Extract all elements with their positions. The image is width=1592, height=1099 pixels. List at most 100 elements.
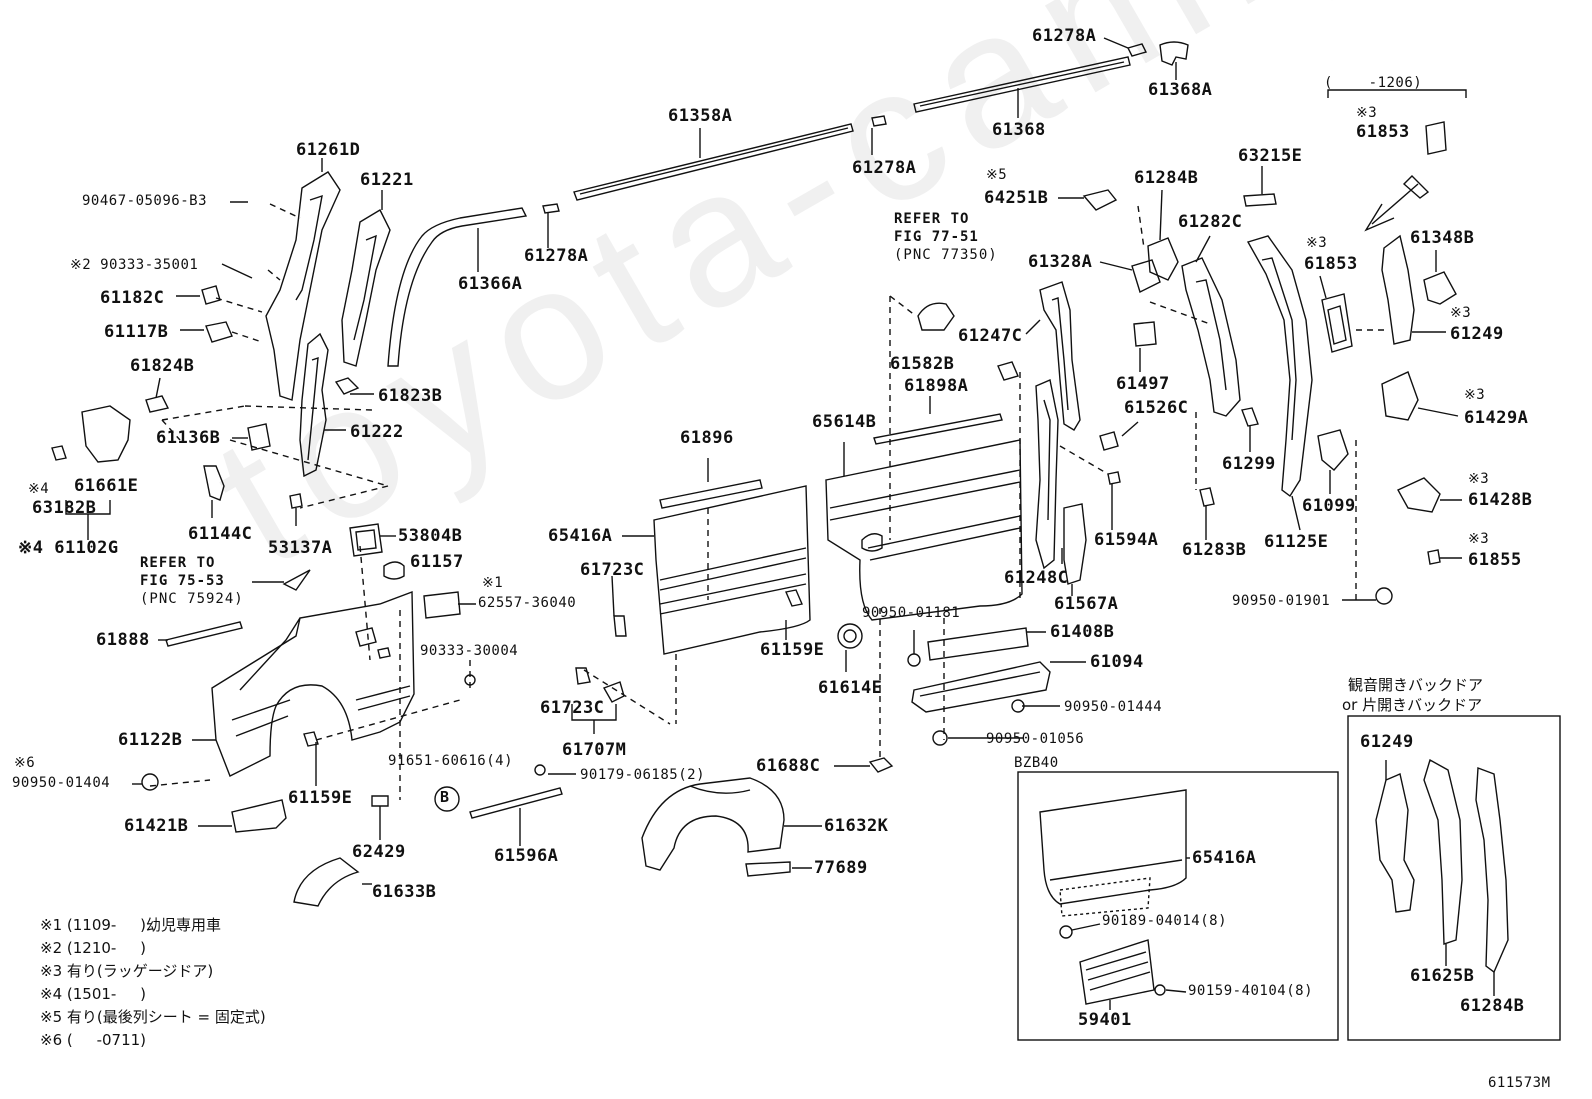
part-label: 61247C [958, 326, 1023, 346]
roof-moldings [387, 37, 1189, 367]
part-label: 61283B [1182, 540, 1247, 560]
part-label: 61526C [1124, 398, 1189, 418]
center-door-panels [571, 295, 1086, 877]
part-label: 61408B [1050, 622, 1115, 642]
part-label: 90950-01901 [1232, 593, 1331, 609]
inset-right-title-line2: or 片開きバックドア [1342, 696, 1483, 714]
part-label: 61278A [852, 158, 917, 178]
part-label: 65416A [1192, 848, 1257, 868]
part-label: 61625B [1410, 966, 1475, 986]
part-label: 61368 [992, 120, 1046, 140]
inset-bzb40 [1017, 771, 1339, 1041]
part-label: 61159E [288, 788, 353, 808]
refer-fig-75-53: REFER TO FIG 75-53 (PNC 75924) [140, 555, 244, 607]
part-label: 61099 [1302, 496, 1356, 516]
part-label: 61661E [74, 476, 139, 496]
part-label: 61328A [1028, 252, 1093, 272]
part-label: 61284B [1134, 168, 1199, 188]
part-label: 61182C [100, 288, 165, 308]
part-label: 61723C [540, 698, 605, 718]
part-label: 61823B [378, 386, 443, 406]
part-label: 63215E [1238, 146, 1303, 166]
part-label: 61248C [1004, 568, 1069, 588]
part-label: 61596A [494, 846, 559, 866]
footnote: ※5 有り(最後列シート = 固定式) [40, 1008, 266, 1026]
inset-bzb40-title: BZB40 [1014, 755, 1059, 771]
part-label: 61159E [760, 640, 825, 660]
part-label: 61896 [680, 428, 734, 448]
drawing-id: 611573M [1488, 1075, 1551, 1091]
part-label: 61261D [296, 140, 361, 160]
part-label: 61358A [668, 106, 733, 126]
part-label: ※3 [1450, 305, 1472, 321]
part-label: 64251B [984, 188, 1049, 208]
part-label: 90467-05096-B3 [82, 193, 208, 209]
part-label: 61249 [1450, 324, 1504, 344]
left-quarter-panel [132, 523, 576, 907]
part-label: 61855 [1468, 550, 1522, 570]
inset-right [1347, 715, 1561, 1041]
footnote: ※2 (1210- ) [40, 939, 147, 957]
part-label: ※6 [14, 755, 36, 771]
part-label: 53804B [398, 526, 463, 546]
part-label: ※4 61102G [18, 538, 119, 558]
part-label: 61249 [1360, 732, 1414, 752]
part-label: 61614E [818, 678, 883, 698]
part-label: 90333-30004 [420, 643, 519, 659]
part-label: 61898A [904, 376, 969, 396]
part-label: 61278A [1032, 26, 1097, 46]
footnotes: ※1 (1109- )幼児専用車 ※2 (1210- ) ※3 有り(ラッゲージ… [40, 918, 266, 1056]
part-label: 61429A [1464, 408, 1529, 428]
part-label: 65416A [548, 526, 613, 546]
part-label: ※3 [1306, 235, 1328, 251]
part-label: 61567A [1054, 594, 1119, 614]
part-label: 61888 [96, 630, 150, 650]
part-label: 61278A [524, 246, 589, 266]
part-label: 91651-60616(4) [388, 753, 514, 769]
part-label: 61136B [156, 428, 221, 448]
part-label: 61633B [372, 882, 437, 902]
footnote: ※1 (1109- )幼児専用車 [40, 916, 222, 934]
part-label: ※5 [986, 167, 1008, 183]
part-label: ※3 [1468, 471, 1490, 487]
part-label: ※4 [28, 481, 50, 497]
part-label: 90179-06185(2) [580, 767, 706, 783]
part-label: 61144C [188, 524, 253, 544]
part-label: ※3 [1356, 105, 1378, 121]
part-label: 90950-01444 [1064, 699, 1163, 715]
callout-b-marker [434, 786, 460, 812]
part-label: 62557-36040 [478, 595, 577, 611]
part-label: 90950-01404 [12, 775, 111, 791]
part-label: 59401 [1078, 1010, 1132, 1030]
part-label: 61421B [124, 816, 189, 836]
part-label: 61582B [890, 354, 955, 374]
part-label: 61824B [130, 356, 195, 376]
part-label: 61222 [350, 422, 404, 442]
part-label: 61594A [1094, 530, 1159, 550]
part-label: 77689 [814, 858, 868, 878]
left-pillar-group [51, 158, 471, 800]
callout-b-letter: B [440, 788, 450, 806]
part-label: 62429 [352, 842, 406, 862]
part-label: 63182B [32, 498, 97, 518]
part-label: ※1 [482, 575, 504, 591]
part-label: 61094 [1090, 652, 1144, 672]
inset-right-title-line1: 観音開きバックドア [1348, 676, 1484, 694]
part-label: 61368A [1148, 80, 1213, 100]
part-label: 90950-01181 [862, 605, 961, 621]
part-label: 61282C [1178, 212, 1243, 232]
part-label: 61688C [756, 756, 821, 776]
footnote: ※3 有り(ラッゲージドア) [40, 962, 214, 980]
part-label: 61853 [1304, 254, 1358, 274]
part-label: 61366A [458, 274, 523, 294]
part-label: 61117B [104, 322, 169, 342]
part-label: 61221 [360, 170, 414, 190]
part-label: 61428B [1468, 490, 1533, 510]
part-label: 90189-04014(8) [1102, 913, 1228, 929]
footnote: ※6 ( -0711) [40, 1031, 147, 1049]
part-label: 61497 [1116, 374, 1170, 394]
part-label: 61157 [410, 552, 464, 572]
part-label: 61122B [118, 730, 183, 750]
